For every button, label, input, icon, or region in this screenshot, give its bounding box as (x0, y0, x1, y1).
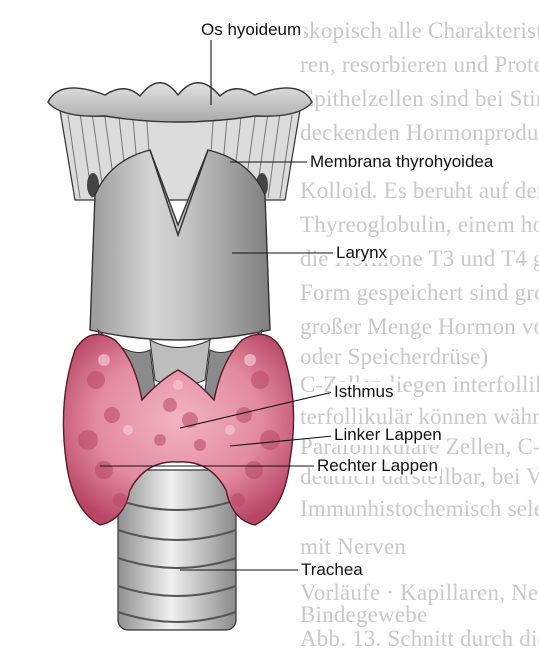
label-os-hyoideum: Os hyoideum (198, 20, 304, 40)
label-linker-lappen: Linker Lappen (331, 425, 445, 445)
hyoid-bone-drawing (48, 83, 312, 122)
label-rechter-lappen: Rechter Lappen (314, 456, 441, 476)
label-larynx: Larynx (333, 243, 390, 263)
label-membrana-thyrohyoidea: Membrana thyrohyoidea (307, 152, 496, 172)
trachea-drawing (118, 470, 236, 630)
label-trachea: Trachea (298, 560, 366, 580)
label-isthmus: Isthmus (331, 382, 397, 402)
